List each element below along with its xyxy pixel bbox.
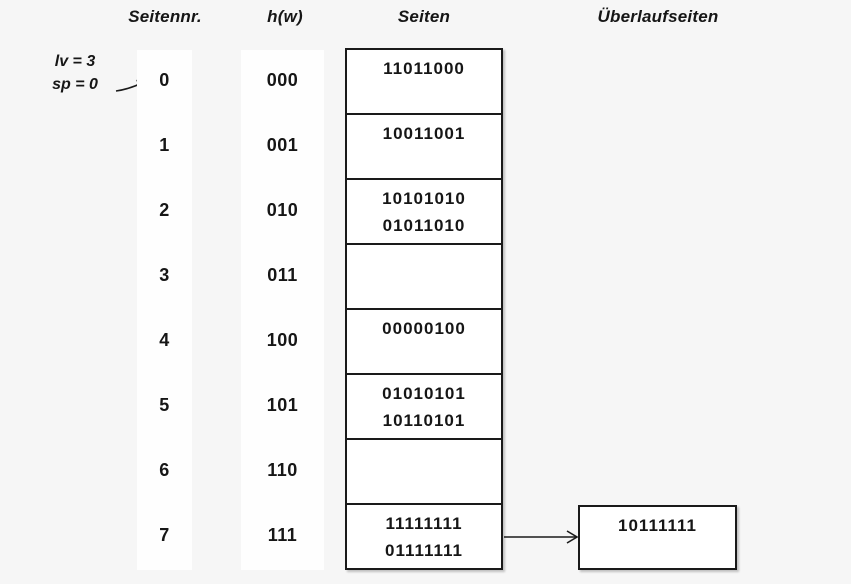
- page-cell-2: 10101010 01011010: [347, 180, 501, 245]
- record-entry: 11011000: [383, 59, 465, 78]
- overflow-record-entry: 10111111: [618, 516, 697, 535]
- overflow-page-box: 10111111: [578, 505, 737, 570]
- hash-code: 100: [266, 330, 299, 350]
- hash-code: 011: [267, 265, 298, 285]
- record-entry: 10110101: [382, 411, 466, 430]
- page-number: 5: [159, 395, 170, 415]
- page-number: 7: [159, 525, 170, 545]
- page-number: 1: [159, 135, 170, 155]
- hash-code-column: [241, 50, 324, 570]
- level-value: lv = 3: [54, 53, 96, 70]
- pages-bucket-column: 11011000 10011001 10101010 01011010 0000…: [345, 48, 503, 570]
- record-entry: 10011001: [382, 124, 466, 143]
- record-entry: 10101010: [382, 189, 466, 208]
- page-cell-7: 11111111 01111111: [347, 505, 501, 568]
- header-hash-function: h(w): [267, 7, 303, 26]
- record-entry: 00000100: [382, 319, 466, 338]
- page-number-column: [137, 50, 192, 570]
- hash-code: 000: [266, 70, 299, 90]
- hash-code: 101: [266, 395, 299, 415]
- page-cell-5: 01010101 10110101: [347, 375, 501, 440]
- page-cell-1: 10011001: [347, 115, 501, 180]
- page-number: 2: [159, 200, 170, 220]
- header-page-number: Seitennr.: [128, 7, 202, 26]
- header-pages: Seiten: [397, 7, 451, 26]
- page-cell-0: 11011000: [347, 50, 501, 115]
- hash-code: 010: [266, 200, 299, 220]
- record-entry: 01010101: [382, 384, 466, 403]
- page-cell-3: [347, 245, 501, 310]
- header-overflow-pages: Überlaufseiten: [597, 7, 719, 26]
- record-entry: 01111111: [384, 541, 463, 560]
- overflow-link-arrow-icon: [504, 530, 579, 544]
- page-number: 0: [159, 70, 170, 90]
- page-cell-6: [347, 440, 501, 505]
- page-cell-4: 00000100: [347, 310, 501, 375]
- state-annotation: lv = 3 sp = 0: [34, 50, 116, 96]
- hash-code: 110: [267, 460, 298, 480]
- record-entry: 11111111: [385, 514, 463, 533]
- split-pointer-value: sp = 0: [52, 76, 98, 93]
- page-number: 6: [159, 460, 170, 480]
- page-number: 3: [159, 265, 170, 285]
- hash-code: 001: [266, 135, 299, 155]
- record-entry: 01011010: [382, 216, 466, 235]
- hash-code: 111: [267, 525, 298, 545]
- page-number: 4: [159, 330, 170, 350]
